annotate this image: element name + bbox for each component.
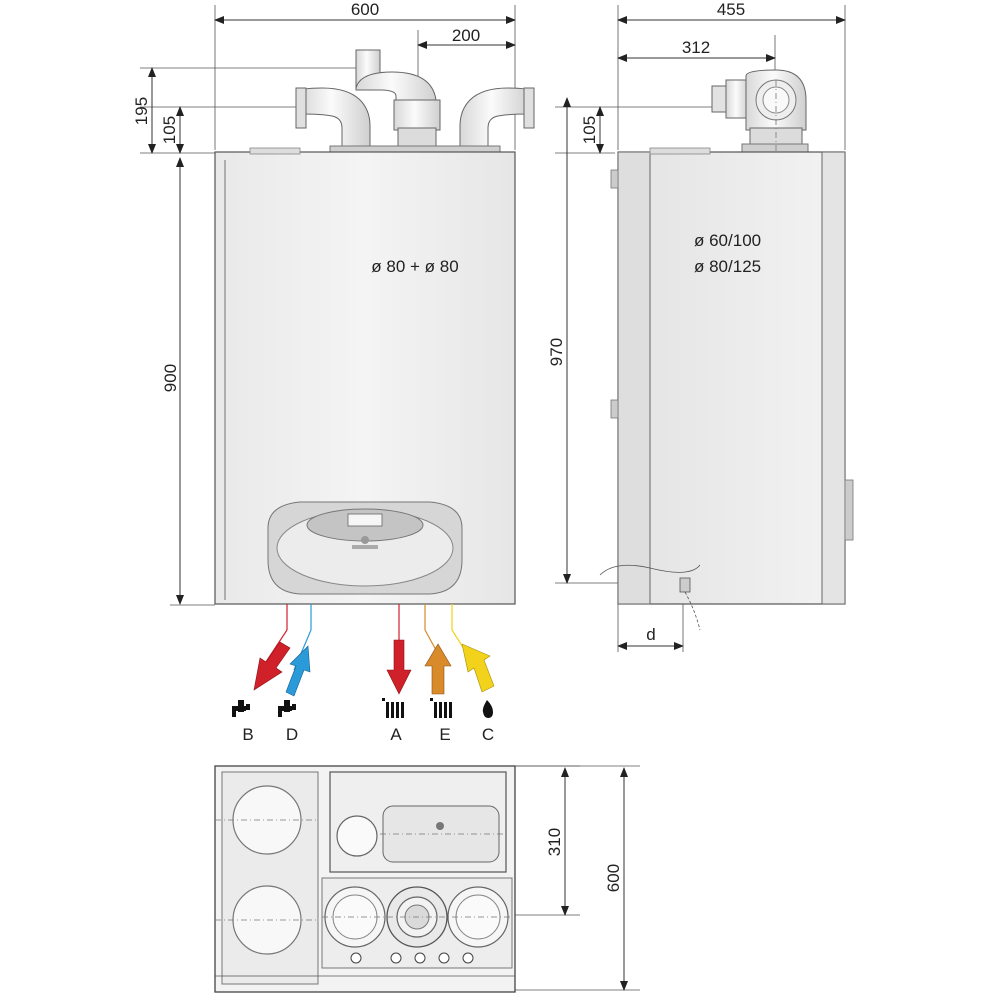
arrow-a xyxy=(386,639,412,695)
arrow-b xyxy=(253,641,291,691)
side-view: 455 312 105 970 d ø 60/100 ø 80/125 xyxy=(547,0,854,652)
connection-a: A xyxy=(382,630,412,744)
flue-offset-label: 200 xyxy=(452,26,480,45)
depth-310-label: 310 xyxy=(545,828,564,856)
connection-e: E xyxy=(424,629,452,744)
depth-600-label: 600 xyxy=(604,864,623,892)
bottom-view: 310 600 xyxy=(214,765,640,993)
connection-b-letter: B xyxy=(242,725,253,744)
side-flue-offset-label: 312 xyxy=(682,38,710,57)
flue-option-1: ø 60/100 xyxy=(694,231,761,250)
side-height-105-label: 105 xyxy=(580,116,599,144)
body-height-label: 900 xyxy=(161,364,180,392)
connection-legend: B D A xyxy=(232,629,495,744)
control-panel xyxy=(267,501,463,595)
arrow-c xyxy=(461,643,495,693)
tap-icon xyxy=(278,700,296,717)
flue-option-2: ø 80/125 xyxy=(694,257,761,276)
connection-e-letter: E xyxy=(439,725,450,744)
connection-c: C xyxy=(451,629,495,744)
boiler-side-casing xyxy=(617,151,846,605)
connection-b: B xyxy=(232,629,291,744)
tap-icon xyxy=(232,700,250,717)
connection-d: D xyxy=(278,629,312,744)
radiator-icon xyxy=(430,698,452,718)
front-view: 600 200 195 105 900 120 120 ø 80 + ø 80 xyxy=(132,0,535,630)
connection-d-letter: D xyxy=(286,725,298,744)
radiator-icon xyxy=(382,698,404,718)
total-height-label: 970 xyxy=(547,338,566,366)
connection-a-letter: A xyxy=(390,725,402,744)
flue-pipes xyxy=(295,49,535,155)
flue-diameter-label: ø 80 + ø 80 xyxy=(371,257,458,276)
display-screen xyxy=(347,513,383,527)
height-105-label: 105 xyxy=(160,116,179,144)
arrow-e xyxy=(424,643,452,695)
connection-c-letter: C xyxy=(482,725,494,744)
arrow-d xyxy=(285,645,311,697)
depth-label: 455 xyxy=(717,0,745,19)
wall-distance-label: d xyxy=(646,625,655,644)
flame-icon xyxy=(482,700,493,718)
height-195-label: 195 xyxy=(132,97,151,125)
wall-bracket xyxy=(617,151,651,605)
width-label: 600 xyxy=(351,0,379,19)
